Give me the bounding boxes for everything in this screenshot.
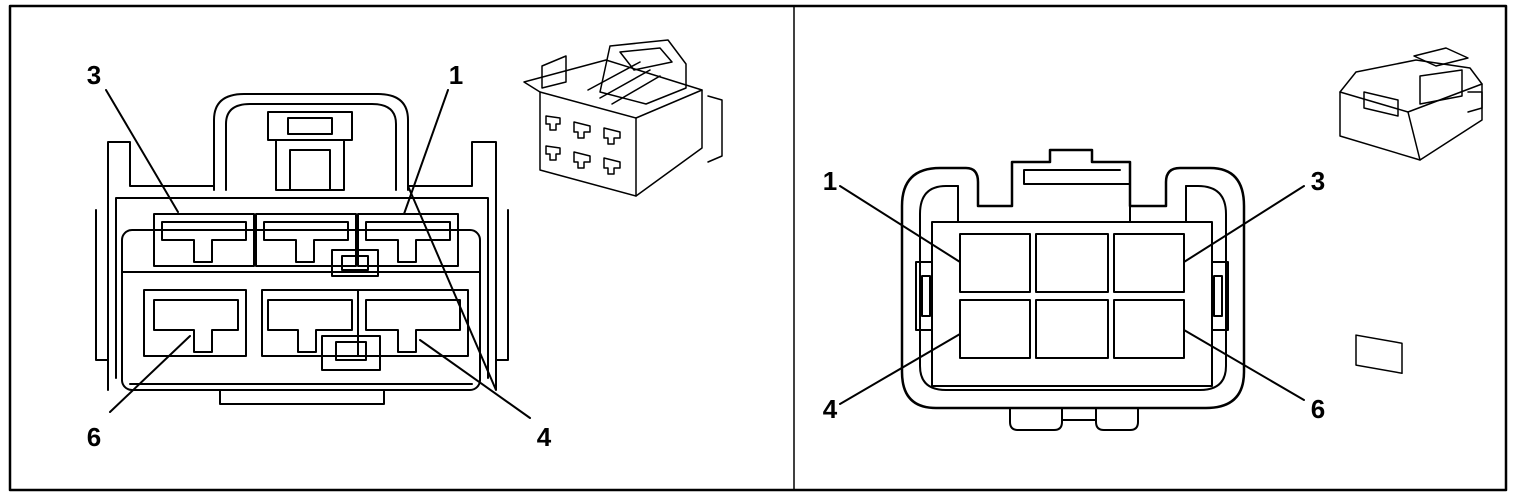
- leader-line-pin-6: [109, 335, 191, 413]
- harness-connector-face: [95, 93, 509, 405]
- component-pin-label-4: 4: [823, 394, 838, 424]
- leader-line-pin-3: [105, 89, 179, 213]
- leader-line-pin-4: [419, 339, 531, 419]
- leader-line-pin-3-component: [1183, 185, 1305, 263]
- component-connector-thumbnail: [1339, 47, 1483, 374]
- leader-line-pin-1: [403, 89, 449, 215]
- leader-line-pin-1-component: [839, 185, 961, 263]
- component-pin-label-6: 6: [1311, 394, 1325, 424]
- harness-pin-label-4: 4: [537, 422, 552, 452]
- harness-connector-thumbnail: [523, 39, 723, 197]
- harness-pin-label-6: 6: [87, 422, 101, 452]
- component-connector-face: [900, 148, 1246, 431]
- outer-frame: [8, 4, 1508, 492]
- component-pin-label-1: 1: [823, 166, 837, 196]
- leader-line-pin-6-component: [1183, 329, 1305, 401]
- harness-pin-label-3: 3: [87, 60, 101, 90]
- leader-line-pin-4-component: [839, 333, 961, 405]
- component-pin-label-3: 3: [1311, 166, 1325, 196]
- harness-pin-label-1: 1: [449, 60, 463, 90]
